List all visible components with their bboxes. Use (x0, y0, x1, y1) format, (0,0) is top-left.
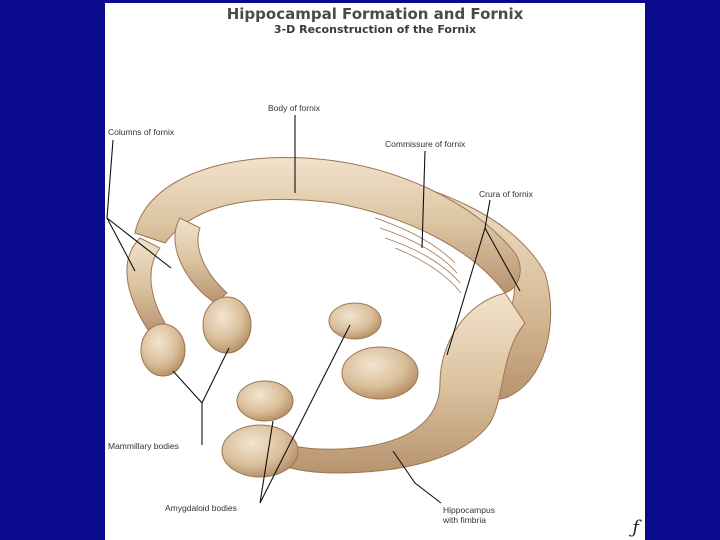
fornix-column-left (126, 237, 166, 334)
slide-title: Hippocampal Formation and Fornix (226, 5, 524, 23)
slide-subtitle: 3-D Reconstruction of the Fornix (273, 23, 477, 36)
fornix-column-right (174, 217, 228, 304)
label-columns-of-fornix: Columns of fornix (108, 127, 175, 137)
label-crura-of-fornix: Crura of fornix (479, 189, 533, 199)
label-mammillary-bodies: Mammillary bodies (108, 441, 179, 451)
mammillary-body-right (202, 296, 252, 354)
label-hippocampus: Hippocampus with fimbria (443, 505, 495, 525)
commissure-striations (374, 217, 462, 294)
label-commissure-of-fornix: Commissure of fornix (385, 139, 466, 149)
mammillary-body-left (140, 323, 186, 377)
hippocampal-head (221, 424, 299, 478)
amygdaloid-body-lower (236, 380, 294, 422)
label-amygdaloid-bodies: Amygdaloid bodies (165, 503, 237, 513)
fornix-illustration (106, 115, 552, 504)
slide-canvas: Hippocampal Formation and Fornix 3-D Rec… (105, 3, 645, 540)
label-body-of-fornix: Body of fornix (268, 103, 320, 113)
amygdaloid-body-middle (341, 346, 419, 400)
label-hippocampus-line2: with fimbria (443, 515, 486, 525)
amygdaloid-body-upper (328, 302, 382, 340)
leader-lines (106, 115, 521, 504)
label-hippocampus-line1: Hippocampus (443, 505, 495, 515)
artist-signature-logo: ƒ (632, 517, 639, 538)
